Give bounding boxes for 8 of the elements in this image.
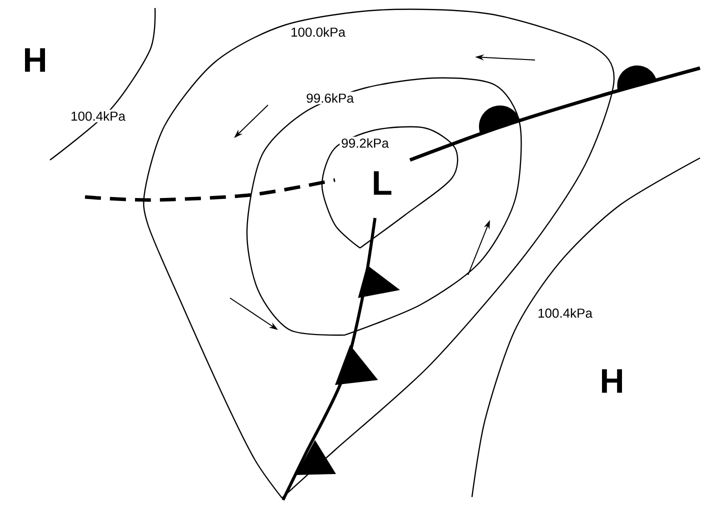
pressure-label: 100.4kPa [536, 306, 594, 320]
pressure-label: 99.2kPa [340, 136, 390, 150]
pressure-center-letter: H [25, 48, 45, 72]
pressure-center-letter: H [602, 369, 622, 393]
pressure-label: 99.6kPa [304, 92, 356, 104]
pressure-center-letter: L [374, 171, 392, 195]
pressure-label: 100.0kPa [289, 26, 347, 38]
pressure-label: 100.4kPa [69, 110, 127, 122]
